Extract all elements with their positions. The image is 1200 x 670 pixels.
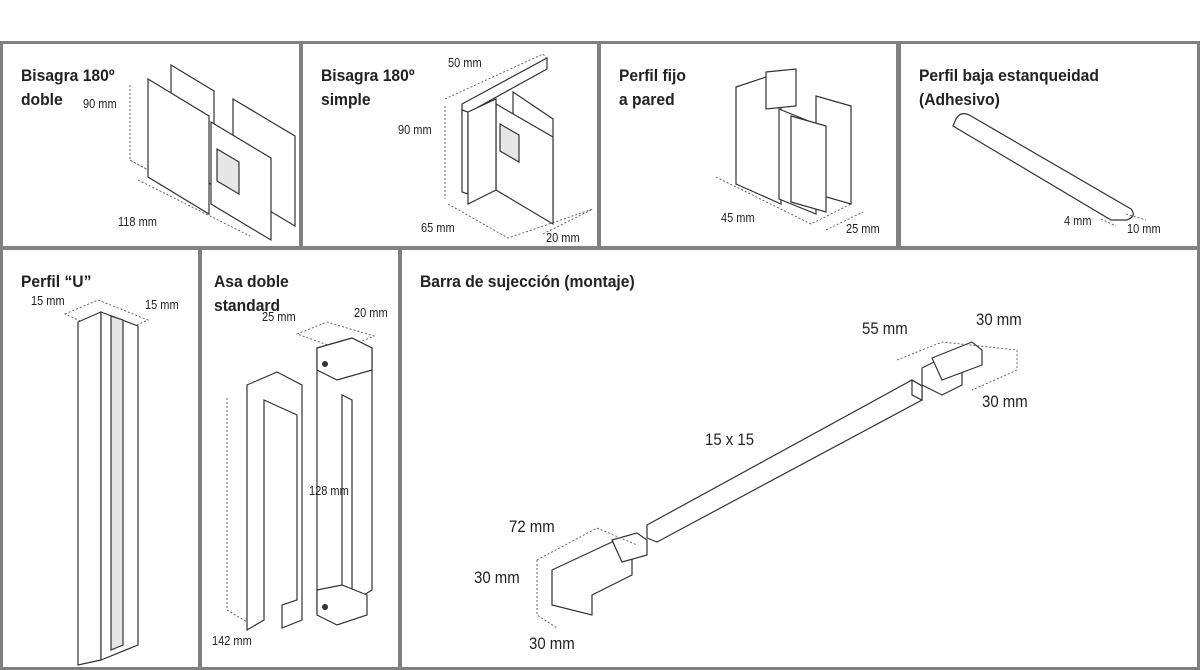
dim-depth: 20 mm	[354, 306, 388, 320]
panel-perfil-u: Perfil “U” 15 mm 15 mm	[3, 250, 198, 667]
dim-width: 15 mm	[31, 294, 65, 308]
dim-72: 72 mm	[509, 517, 555, 536]
panel-title: Perfil “U”	[21, 272, 92, 291]
panel-title: Barra de sujección (montaje)	[420, 272, 635, 291]
barra-illustration	[536, 341, 1018, 629]
dim-width: 10 mm	[1127, 222, 1161, 236]
dim-section: 15 x 15	[705, 430, 755, 449]
dim-55: 55 mm	[862, 319, 908, 338]
dim-width: 118 mm	[118, 215, 157, 229]
dim-width: 45 mm	[721, 211, 755, 225]
bisagra-simple-illustration	[444, 53, 594, 239]
perfil-baja-illustration	[952, 113, 1147, 227]
dim-height: 90 mm	[83, 97, 117, 111]
dim-length: 142 mm	[212, 634, 252, 648]
panel-barra-sujeccion: Barra de sujección (montaje) 55 mm 30 mm…	[402, 250, 1197, 667]
dim-30-bottom: 30 mm	[529, 634, 575, 653]
dim-height: 4 mm	[1064, 214, 1092, 228]
dim-width: 25 mm	[262, 310, 296, 324]
perfil-u-illustration	[63, 299, 150, 666]
panel-title: Perfil baja estanqueidad(Adhesivo)	[919, 66, 1099, 109]
asa-doble-illustration	[226, 321, 376, 632]
dim-thickness: 20 mm	[546, 231, 580, 245]
dim-depth: 50 mm	[448, 56, 482, 70]
dim-width: 65 mm	[421, 221, 455, 235]
bisagra-doble-illustration	[129, 63, 296, 242]
dim-depth: 15 mm	[145, 298, 179, 312]
dim-30-left: 30 mm	[474, 568, 520, 587]
dim-center: 128 mm	[309, 484, 349, 498]
dim-depth: 25 mm	[846, 222, 880, 236]
panel-perfil-baja: Perfil baja estanqueidad(Adhesivo) 4 mm …	[901, 44, 1197, 246]
dim-30-top: 30 mm	[976, 310, 1022, 329]
dim-height: 90 mm	[398, 123, 432, 137]
dim-30-right: 30 mm	[982, 392, 1028, 411]
perfil-fijo-illustration	[715, 68, 864, 231]
